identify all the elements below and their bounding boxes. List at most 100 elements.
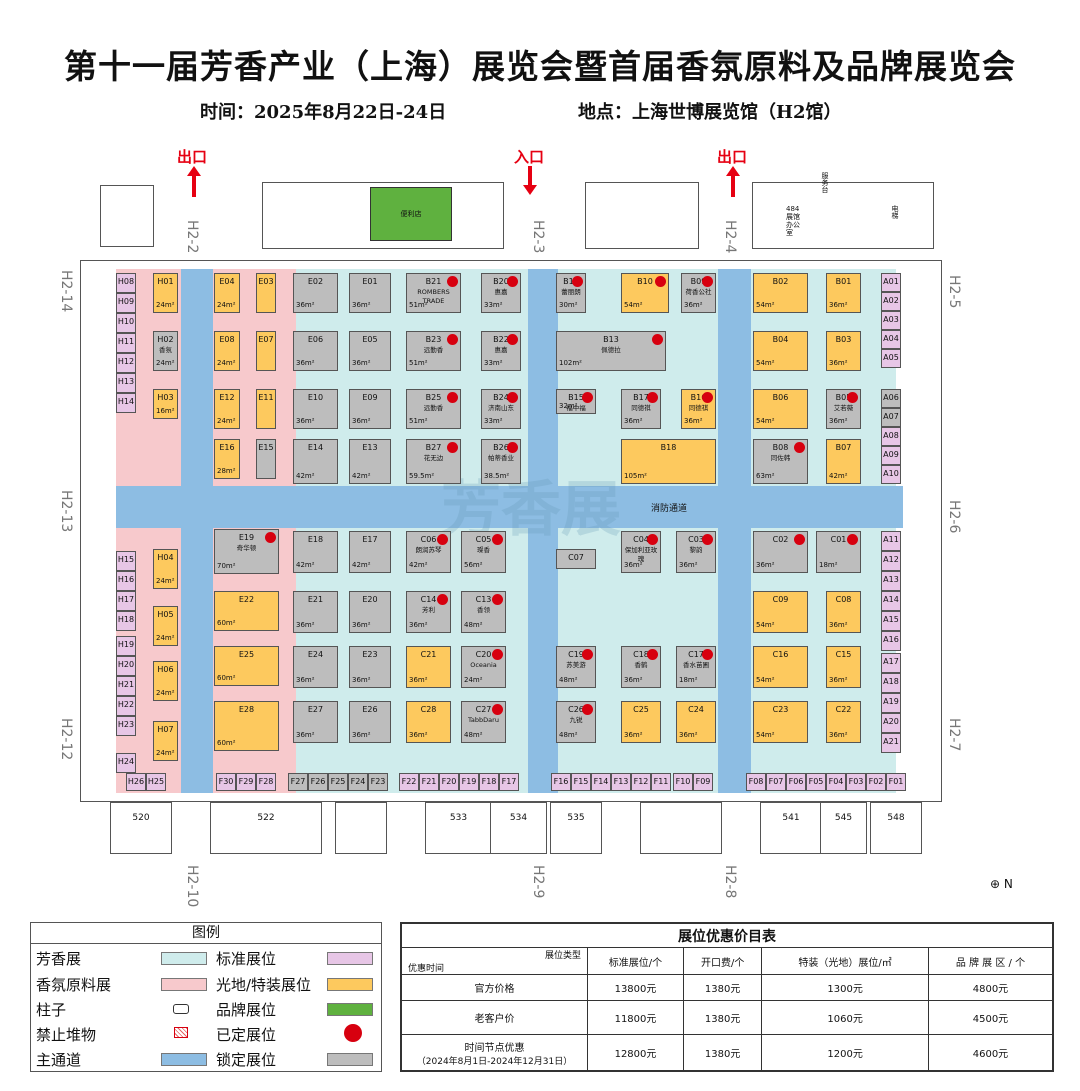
- booth-id: H05: [157, 610, 174, 619]
- booth-size: 42m²: [829, 472, 848, 480]
- booth-exhibitor: ROMBERS TRADE: [417, 288, 450, 305]
- booth-size: 30m²: [559, 301, 578, 309]
- pillar-icon: [173, 1004, 189, 1014]
- booth-size: 36m²: [352, 731, 371, 739]
- booth-size: 24m²: [156, 577, 175, 585]
- booth-e07: E07: [256, 331, 276, 371]
- booth-a02: A02: [881, 292, 901, 311]
- sold-icon: [847, 392, 858, 403]
- booth-id: F25: [330, 777, 346, 786]
- booth-f30: F30: [216, 773, 236, 791]
- booth-size: 33m²: [484, 359, 503, 367]
- booth-id: E17: [362, 535, 378, 544]
- booth-f12: F12: [631, 773, 651, 791]
- legend-swatch: [327, 1003, 373, 1016]
- booth-exhibitor: 璨香: [477, 546, 490, 554]
- booth-size: 48m²: [559, 676, 578, 684]
- elevator-label: 电梯: [891, 205, 899, 219]
- booth-id: C18: [633, 650, 649, 659]
- booth-id: B17: [633, 393, 649, 402]
- booth-h12: H12: [116, 353, 136, 373]
- booth-id: B05: [835, 393, 852, 402]
- booth-id: E16: [219, 443, 235, 452]
- booth-size: 32m²: [559, 402, 578, 410]
- booth-id: E09: [362, 393, 378, 402]
- sold-icon: [582, 649, 593, 660]
- booth-size: 36m²: [829, 676, 848, 684]
- legend-swatch: [327, 1053, 373, 1066]
- booth-id: B04: [772, 335, 789, 344]
- booth-size: 36m²: [296, 676, 315, 684]
- compass-icon: ⊕ N: [990, 877, 1013, 891]
- booth-f20: F20: [439, 773, 459, 791]
- legend-swatch: [327, 978, 373, 991]
- booth-exhibitor: 花无边: [423, 454, 444, 462]
- price-header: 特装（光地）展位/㎡: [761, 947, 929, 975]
- booth-exhibitor: 同德祺: [688, 404, 709, 412]
- booth-id: F23: [370, 777, 386, 786]
- booth-size: 48m²: [559, 731, 578, 739]
- restroom-block: [640, 802, 722, 854]
- booth-a21: A21: [881, 733, 901, 753]
- booth-f01: F01: [886, 773, 906, 791]
- booth-size: 36m²: [409, 676, 428, 684]
- booth-id: C14: [420, 595, 437, 604]
- booth-id: C22: [835, 705, 852, 714]
- price-cell: 4500元: [927, 1000, 1054, 1035]
- price-table-title: 展位优惠价目表: [401, 923, 1053, 948]
- gate-label: H2-3: [530, 220, 546, 254]
- sold-icon: [447, 334, 458, 345]
- legend-row: 禁止堆物 已定展位: [31, 1021, 381, 1046]
- booth-f11: F11: [651, 773, 671, 791]
- booth-a05: A05: [881, 349, 901, 368]
- price-header: 品 牌 展 区 / 个: [927, 947, 1054, 975]
- booth-id: B27: [425, 443, 442, 452]
- booth-id: B18: [660, 443, 677, 452]
- booth-id: A16: [883, 635, 899, 644]
- booth-size: 24m²: [156, 359, 175, 367]
- booth-exhibitor: 惠嘉: [494, 346, 508, 354]
- booth-size: 60m²: [217, 619, 236, 627]
- sold-icon: [492, 649, 503, 660]
- booth-f21: F21: [419, 773, 439, 791]
- booth-h21: H21: [116, 676, 136, 696]
- booth-id: H07: [157, 725, 174, 734]
- booth-size: 36m²: [624, 561, 643, 569]
- booth-size: 36m²: [624, 676, 643, 684]
- booth-f04: F04: [826, 773, 846, 791]
- sold-icon: [507, 276, 518, 287]
- booth-size: 36m²: [352, 359, 371, 367]
- booth-id: F08: [748, 777, 764, 786]
- exit-arrow-shaft: [731, 175, 735, 197]
- price-row-note: （2024年8月1日-2024年12月31日）: [416, 1056, 573, 1067]
- booth-h08: H08: [116, 273, 136, 293]
- booth-f27: F27: [288, 773, 308, 791]
- booth-a11: A11: [881, 531, 901, 551]
- legend-row: 芳香展 标准展位: [31, 945, 381, 970]
- booth-id: B15: [568, 393, 584, 402]
- legend-label: 芳香展: [36, 950, 82, 968]
- office-label: 484 展馆办公室: [786, 205, 800, 237]
- entrance-label: 入口: [514, 148, 545, 166]
- price-cell: 1380元: [682, 1034, 763, 1071]
- price-header: 开口费/个: [682, 947, 763, 975]
- booth-id: A07: [883, 412, 899, 421]
- room-534: 534: [490, 802, 547, 854]
- booth-id: F19: [461, 777, 477, 786]
- price-cell: 4800元: [927, 974, 1054, 1001]
- room-548: 548: [870, 802, 922, 854]
